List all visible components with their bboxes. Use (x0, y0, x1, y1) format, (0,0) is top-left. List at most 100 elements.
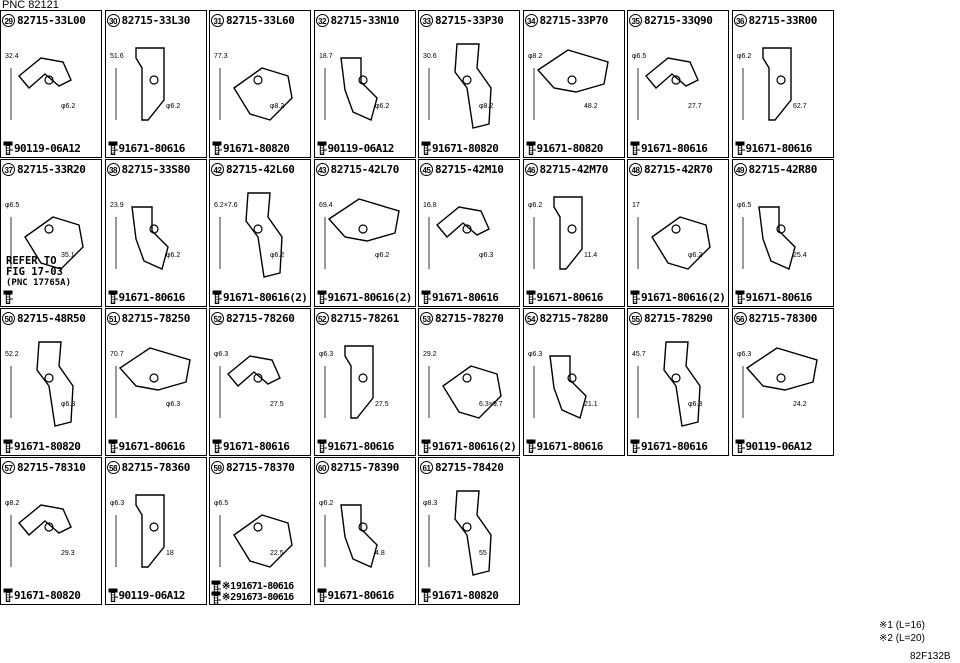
part-number: 82715-33R00 (748, 13, 818, 27)
dimension-label: 45.7 (632, 351, 646, 358)
part-index-badge: 42 (211, 162, 224, 176)
dimension-label: 27.5 (270, 401, 284, 408)
dimension-label: 18 (166, 550, 174, 557)
bolt-row: 91671-80616 (108, 140, 185, 156)
dimension-label: φ8.2 (5, 500, 19, 507)
dimension-label: φ6.3 (688, 401, 702, 408)
bolt-part-number: 91671-80616 (118, 141, 186, 155)
dimension-label: φ8.2 (270, 103, 284, 110)
dimension-label: 21.1 (584, 401, 598, 408)
dimension-label: φ6.5 (632, 53, 646, 60)
reference-note-line: (PNC 17765A) (6, 278, 72, 288)
mounting-hole (148, 522, 159, 532)
part-index-badge: 60 (315, 460, 329, 474)
bolt-icon (317, 439, 327, 453)
dimension-label: φ6.3 (479, 252, 493, 259)
bracket-outline (36, 341, 74, 427)
bracket-outline (339, 504, 378, 568)
bolt-part-number: 91671-80616 (745, 141, 813, 155)
bolt-part-number: 91671-80820 (536, 141, 604, 155)
part-number: 82715-78300 (748, 311, 818, 325)
bracket-outline (130, 206, 169, 270)
bolt-icon (212, 439, 222, 453)
bolt-row: 91671-80616 (526, 438, 603, 454)
dimension-label: 18.7 (319, 53, 333, 60)
bracket-outline (327, 198, 400, 242)
bolt-icon (630, 141, 640, 155)
bolt-row: 91671-80616 (421, 289, 499, 305)
part-number: 82715-78310 (17, 460, 86, 474)
dimension-label: φ6.5 (5, 202, 19, 209)
part-index-badge: 30 (106, 13, 120, 27)
part-number: 82715-33L00 (17, 13, 86, 27)
bracket-outline (552, 196, 583, 270)
bracket-outline (18, 57, 72, 89)
bracket-drawing: φ6.527.7 (632, 53, 702, 120)
bolt-row: 91671-80616 (317, 587, 394, 603)
dimension-label: 11.4 (584, 252, 597, 259)
mounting-hole (148, 75, 159, 85)
bracket-outline (339, 57, 378, 121)
mounting-hole (566, 75, 577, 85)
dimension-label: φ6.3 (528, 351, 542, 358)
dimension-label: 70.7 (110, 351, 124, 358)
part-index-badge: 53 (420, 311, 433, 325)
part-number: 82715-42R80 (748, 162, 818, 176)
bracket-drawing: φ6.525.4 (737, 202, 806, 270)
mounting-hole (671, 224, 681, 234)
bracket-outline (134, 47, 165, 121)
bracket-outline (745, 347, 818, 391)
dimension-label: 69.4 (319, 202, 333, 209)
dimension-label: 6.3×9.7 (479, 401, 503, 408)
bolt-part-number: 90119-06A12 (118, 588, 186, 602)
part-number: 82715-33Q90 (644, 13, 713, 27)
dimension-label: φ8.3 (423, 500, 437, 507)
bolt-part-number: 91671-80820 (432, 588, 499, 602)
dimension-label: φ6.3 (737, 351, 751, 358)
bracket-outline (645, 57, 699, 89)
dimension-label: 16.8 (423, 202, 437, 209)
figure-id: 82F132B (910, 651, 951, 662)
bolt-part-number: 91671-80616(2) (223, 290, 308, 304)
bolt-row: 90119-06A12 (3, 140, 81, 156)
bracket-outline (442, 365, 502, 419)
part-number: 82715-33P70 (539, 13, 609, 27)
part-index-badge: 56 (733, 311, 747, 325)
bolt-row: 90119-06A12 (108, 587, 185, 603)
bracket-drawing: φ6.324.2 (737, 347, 818, 418)
bracket-drawing: 70.7φ6.3 (110, 347, 191, 418)
part-index-badge: 43 (315, 162, 329, 176)
bolt-icon (630, 290, 640, 304)
bolt-row: 91671-80616 (526, 289, 603, 305)
bracket-drawing: φ6.211.4 (528, 196, 597, 270)
bolt-part-number: 91671-80616 (641, 439, 708, 453)
bracket-drawing: 18.7φ6.2 (319, 53, 389, 121)
mounting-hole (44, 373, 54, 383)
bolt-row: 91671-80616 (108, 438, 185, 454)
bolt-row: 91671-80616 (108, 289, 185, 305)
part-number: 82715-78250 (121, 311, 191, 325)
bolt-row: 90119-06A12 (317, 140, 394, 156)
part-number: 82715-78370 (226, 460, 295, 474)
bolt-icon (317, 588, 327, 602)
bolt-part-number: 91671-80616 (327, 588, 395, 602)
mounting-hole (357, 224, 368, 234)
mounting-hole (253, 522, 263, 532)
bracket-outline (536, 49, 609, 93)
bolt-row: 91671-80616 (317, 438, 394, 454)
